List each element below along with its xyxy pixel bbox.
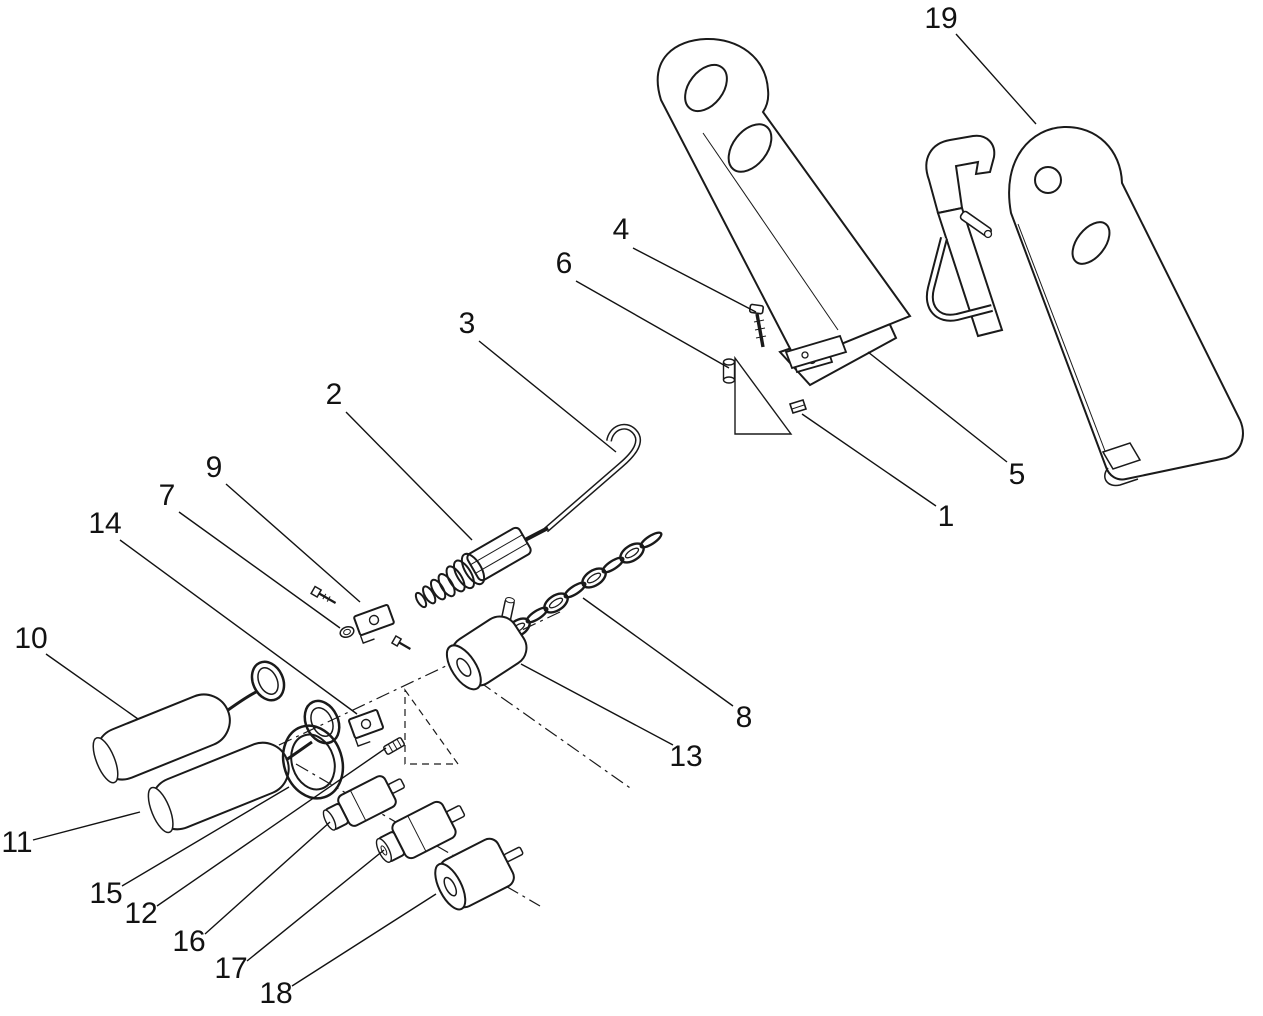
- callout-13: 13: [669, 740, 702, 773]
- handle-grip-lower: [147, 699, 341, 834]
- callout-leader-7: [178, 511, 341, 629]
- flange-nut: [788, 399, 808, 414]
- hanger-bracket: [656, 37, 912, 435]
- gusset-triangle: [734, 355, 793, 435]
- ferrule-bore: [443, 876, 458, 897]
- callout-leader-4: [632, 247, 757, 313]
- bracket-slot-hole-upper: [684, 63, 728, 113]
- callout-10: 10: [14, 622, 47, 655]
- callout-6: 6: [556, 247, 573, 280]
- callout-leader-1: [801, 413, 937, 507]
- small-bolt-upper: [310, 585, 337, 604]
- o-ring: [281, 724, 345, 800]
- callout-1: 1: [938, 500, 955, 533]
- latch-slot-hole: [1071, 221, 1111, 265]
- callout-leader-3: [478, 340, 617, 453]
- set-screw: [383, 737, 405, 755]
- callout-14: 14: [88, 507, 121, 540]
- callout-leader-9: [225, 483, 361, 603]
- hook-rod: [544, 423, 642, 533]
- callout-7: 7: [159, 479, 176, 512]
- knob-bore: [456, 657, 472, 677]
- callout-18: 18: [259, 977, 292, 1010]
- clamp-plate: [353, 604, 395, 644]
- cable-clamp: [348, 709, 384, 747]
- foot-plate: [784, 334, 848, 370]
- callout-2: 2: [326, 378, 343, 411]
- callout-15: 15: [89, 877, 122, 910]
- callout-leader-19: [955, 33, 1037, 125]
- spacer-bushing: [722, 358, 736, 384]
- callout-leader-15: [121, 786, 290, 887]
- callout-17: 17: [214, 952, 247, 985]
- hex-bolt: [748, 303, 767, 348]
- callout-16: 16: [172, 925, 205, 958]
- callout-leader-16: [204, 821, 331, 935]
- bracket-slot-hole-lower: [727, 123, 773, 173]
- callout-leader-14: [119, 539, 358, 715]
- callout-9: 9: [206, 451, 223, 484]
- conical-spring: [414, 552, 486, 609]
- latch-bracket-assembly: [925, 125, 1244, 487]
- callout-leader-6: [575, 280, 730, 369]
- callout-leader-lines: [32, 33, 1037, 987]
- latch-round-hole: [1034, 166, 1062, 194]
- callout-leader-12: [156, 747, 387, 907]
- hex-body: [466, 526, 532, 582]
- latch-catch: [1101, 442, 1142, 470]
- ferrule-small: [322, 775, 405, 831]
- alignment-triangle-dashed: [404, 688, 460, 765]
- latch-hook: [925, 134, 996, 215]
- phantom-centerlines: [238, 611, 634, 907]
- callout-leader-13: [520, 663, 674, 746]
- callout-8: 8: [736, 701, 753, 734]
- chain: [505, 531, 663, 639]
- callout-11: 11: [1, 826, 32, 859]
- handle-grip-upper: [92, 660, 286, 784]
- callout-3: 3: [459, 307, 476, 340]
- callout-19: 19: [924, 2, 957, 35]
- callout-leader-11: [32, 811, 141, 841]
- callout-12: 12: [124, 897, 157, 930]
- knob: [445, 615, 528, 691]
- callout-leader-18: [291, 893, 437, 987]
- latch-main-arm: [1008, 125, 1244, 481]
- latch-strap: [936, 206, 1004, 338]
- callout-leader-2: [345, 411, 473, 541]
- callout-leader-5: [867, 351, 1008, 463]
- callout-5: 5: [1009, 458, 1026, 491]
- cable-loop-lower: [303, 699, 341, 745]
- cable-loop-upper: [250, 660, 286, 702]
- callout-leader-17: [246, 849, 385, 962]
- clamp-hardware: [310, 585, 411, 650]
- small-nut: [339, 625, 355, 639]
- ferrule-large: [434, 837, 524, 911]
- callout-4: 4: [613, 213, 630, 246]
- callout-leader-8: [582, 597, 734, 707]
- spring-rod-assembly: [414, 526, 549, 609]
- callout-leader-10: [45, 653, 139, 720]
- small-bolt-lower: [390, 635, 411, 650]
